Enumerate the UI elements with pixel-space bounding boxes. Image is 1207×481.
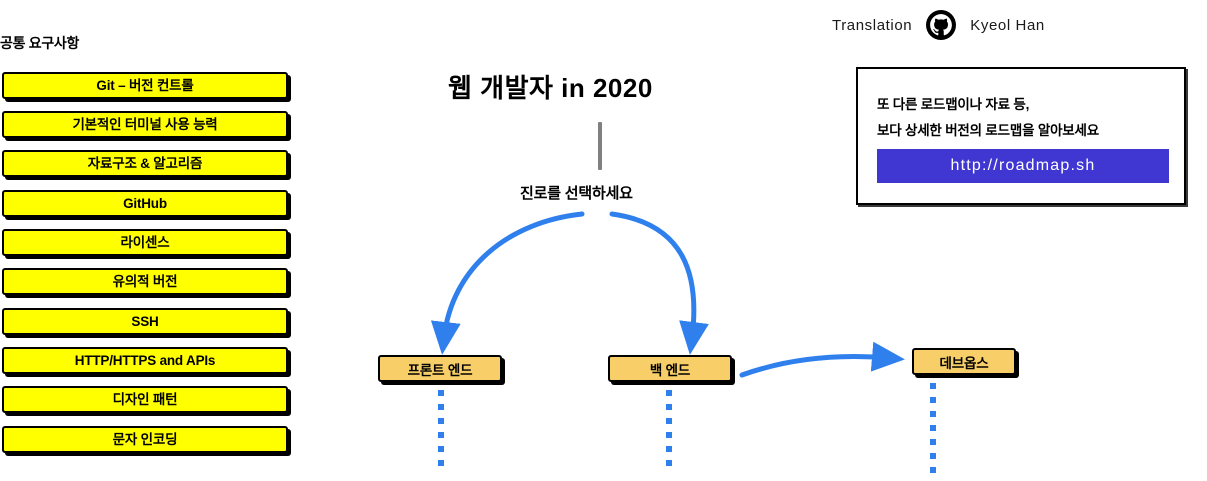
info-card: 또 다른 로드맵이나 자료 등, 보다 상세한 버전의 로드맵을 알아보세요 h… bbox=[856, 67, 1186, 205]
backend-dotted-trail bbox=[666, 390, 672, 474]
requirement-label: 자료구조 & 알고리즘 bbox=[87, 155, 203, 171]
translation-credit: Translation Kyeol Han bbox=[832, 10, 1045, 40]
common-requirements-sidebar: 공통 요구사항 Git – 버전 컨트롤 기본적인 터미널 사용 능력 자료구조… bbox=[0, 0, 300, 470]
choose-path-label: 진로를 선택하세요 bbox=[520, 185, 633, 202]
role-label: 프론트 엔드 bbox=[407, 362, 473, 378]
requirement-item-character-encoding[interactable]: 문자 인코딩 bbox=[2, 426, 288, 453]
title-connector-line bbox=[598, 122, 602, 170]
requirement-label: 기본적인 터미널 사용 능력 bbox=[72, 116, 218, 132]
sidebar-title: 공통 요구사항 bbox=[0, 35, 80, 51]
devops-dotted-trail bbox=[930, 383, 936, 481]
translation-label: Translation bbox=[832, 16, 913, 34]
arrow-to-frontend bbox=[430, 211, 585, 355]
requirement-item-semantic-versioning[interactable]: 유의적 버전 bbox=[2, 268, 288, 295]
requirement-item-data-structures[interactable]: 자료구조 & 알고리즘 bbox=[2, 150, 288, 177]
requirement-item-terminal[interactable]: 기본적인 터미널 사용 능력 bbox=[2, 111, 288, 138]
role-label: 백 엔드 bbox=[649, 362, 691, 378]
github-icon[interactable] bbox=[926, 10, 957, 40]
arrow-to-backend bbox=[609, 211, 709, 355]
requirement-item-design-patterns[interactable]: 디자인 패턴 bbox=[2, 386, 288, 413]
requirement-item-github[interactable]: GitHub bbox=[2, 190, 288, 217]
translator-name: Kyeol Han bbox=[970, 16, 1045, 34]
requirement-label: Git – 버전 컨트롤 bbox=[96, 77, 194, 93]
requirement-label: GitHub bbox=[123, 195, 167, 211]
roadmap-url-button[interactable]: http://roadmap.sh bbox=[877, 149, 1169, 183]
info-card-line-1: 또 다른 로드맵이나 자료 등, bbox=[877, 97, 1030, 112]
role-node-devops[interactable]: 데브옵스 bbox=[912, 348, 1016, 375]
role-node-backend[interactable]: 백 엔드 bbox=[608, 355, 732, 382]
requirement-label: 라이센스 bbox=[120, 234, 170, 250]
requirement-label: 디자인 패턴 bbox=[112, 391, 178, 407]
role-node-frontend[interactable]: 프론트 엔드 bbox=[378, 355, 502, 382]
arrow-backend-to-devops bbox=[739, 341, 905, 378]
roadmap-url-label: http://roadmap.sh bbox=[950, 157, 1096, 174]
requirement-item-ssh[interactable]: SSH bbox=[2, 308, 288, 335]
requirement-label: SSH bbox=[131, 313, 159, 329]
requirement-item-git[interactable]: Git – 버전 컨트롤 bbox=[2, 72, 288, 99]
info-card-line-2: 보다 상세한 버전의 로드맵을 알아보세요 bbox=[877, 123, 1099, 138]
frontend-dotted-trail bbox=[438, 390, 444, 474]
requirement-item-http-apis[interactable]: HTTP/HTTPS and APIs bbox=[2, 347, 288, 374]
role-label: 데브옵스 bbox=[939, 355, 989, 371]
page-title: 웹 개발자 in 2020 bbox=[448, 73, 653, 103]
requirement-label: 유의적 버전 bbox=[112, 273, 178, 289]
requirement-label: HTTP/HTTPS and APIs bbox=[74, 352, 216, 368]
requirement-label: 문자 인코딩 bbox=[112, 431, 178, 447]
requirement-item-licenses[interactable]: 라이센스 bbox=[2, 229, 288, 256]
